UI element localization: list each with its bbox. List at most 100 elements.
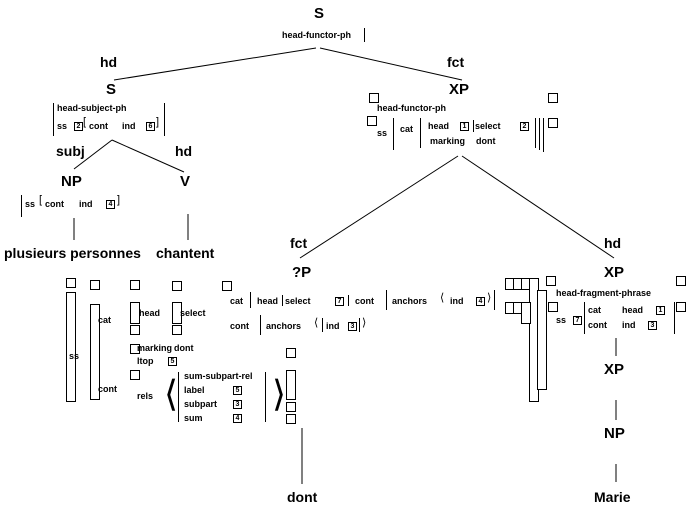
bracket-stack (90, 304, 100, 400)
bracket (260, 315, 261, 335)
bracket: ] (117, 194, 121, 206)
edge-root-xp (319, 47, 463, 81)
bracket-stack (130, 302, 140, 324)
dont-ltop: ltop (137, 356, 154, 366)
bracket-stack (537, 290, 547, 390)
tag-box: 3 (348, 322, 357, 331)
node-xp-top-ss: ss (377, 128, 388, 138)
tag-box: 2 (520, 122, 529, 131)
node-s-ss: ss (57, 121, 68, 131)
missing-glyph-box (130, 344, 140, 354)
node-qp-anchors2: anchors (266, 321, 302, 331)
node-xp-top-select: select (475, 121, 501, 131)
bracket (420, 118, 421, 148)
edge-label-s-left: subj (56, 143, 85, 159)
missing-glyph-box (286, 414, 296, 424)
node-xp-frag-cont: cont (588, 320, 607, 330)
leaf-dont: dont (287, 489, 318, 505)
bracket (359, 318, 360, 332)
bracket (250, 292, 251, 308)
edge-root-s (113, 47, 317, 81)
bracket: ⟨ (314, 317, 319, 329)
node-xp-frag-ss: ss (556, 315, 567, 325)
edge-label-root-right: fct (447, 54, 465, 70)
dont-select: select (180, 308, 206, 318)
bracket: ⟩ (487, 292, 492, 304)
missing-glyph-box (548, 93, 558, 103)
node-qp-cont: cont (355, 296, 374, 306)
missing-glyph-box (676, 302, 686, 312)
missing-glyph-box (130, 370, 140, 380)
tag-box: 1 (656, 306, 665, 315)
missing-glyph-box (548, 302, 558, 312)
node-xp-top-label: XP (449, 81, 470, 98)
dont-marking: marking (137, 343, 173, 353)
bracket (348, 295, 349, 306)
leaf-marie: Marie (594, 489, 631, 505)
bracket: [ (39, 194, 43, 206)
dont-rel-type: sum-subpart-rel (184, 371, 253, 381)
bracket (53, 103, 54, 136)
node-xp-top-head: head (428, 121, 450, 131)
edge-xp-qp (299, 155, 459, 259)
dont-marking-val: dont (174, 343, 194, 353)
edge-label-xp-right: hd (604, 235, 622, 251)
node-xp-low-label: XP (604, 361, 625, 378)
node-xp-frag-head: head (622, 305, 644, 315)
missing-glyph-box (222, 281, 232, 291)
tag-box: 4 (476, 297, 485, 306)
bracket (386, 290, 387, 310)
bracket (364, 28, 365, 42)
node-s-cont: cont (89, 121, 108, 131)
leaf-plusieurs-personnes: plusieurs personnes (4, 245, 141, 261)
bracket: ⟩ (362, 317, 367, 329)
bracket-stack (286, 370, 296, 400)
missing-glyph-box (130, 280, 140, 290)
missing-glyph-box (676, 276, 686, 286)
bracket (494, 290, 495, 310)
node-np-subj-ss: ss (25, 199, 36, 209)
bracket-stack (66, 292, 76, 402)
dont-cat: cat (98, 315, 112, 325)
bracket (473, 120, 474, 132)
dont-label: label (184, 385, 205, 395)
tag-box: 3 (648, 321, 657, 330)
dont-ss: ss (69, 351, 80, 361)
bracket: ⟨ (440, 292, 445, 304)
bracket (21, 195, 22, 217)
edge-label-s-right: hd (175, 143, 193, 159)
edge-s-v (111, 139, 185, 173)
node-xp-top-marking: marking (430, 136, 466, 146)
tag-box: 7 (573, 316, 582, 325)
bracket (539, 118, 540, 150)
node-qp-select: select (285, 296, 311, 306)
tag-box: 4 (233, 414, 242, 423)
missing-glyph-box (172, 281, 182, 291)
bracket (265, 372, 266, 422)
bracket (164, 103, 165, 136)
missing-glyph-box (521, 302, 531, 324)
missing-glyph-box (286, 402, 296, 412)
node-qp-ind: ind (450, 296, 464, 306)
node-s-label: S (106, 81, 117, 98)
node-qp-anchors: anchors (392, 296, 428, 306)
node-xp-top-type: head-functor-ph (377, 103, 446, 113)
missing-glyph-box (546, 276, 556, 286)
node-s-type: head-subject-ph (57, 103, 127, 113)
node-qp-cat: cat (230, 296, 244, 306)
node-xp-top-cat: cat (400, 124, 414, 134)
edge-label-xp-left: fct (290, 235, 308, 251)
node-qp-ind2: ind (326, 321, 340, 331)
node-xp-top-marking-val: dont (476, 136, 496, 146)
tag-box: 6 (146, 122, 155, 131)
tag-box: 5 (233, 386, 242, 395)
tag-box: 2 (74, 122, 83, 131)
dont-rels: rels (137, 391, 154, 401)
bracket: ] (156, 116, 160, 128)
node-np-subj-cont: cont (45, 199, 64, 209)
dont-cont: cont (98, 384, 117, 394)
node-qp-label: ?P (292, 264, 312, 281)
missing-glyph-box (548, 118, 558, 128)
tag-box: 7 (335, 297, 344, 306)
